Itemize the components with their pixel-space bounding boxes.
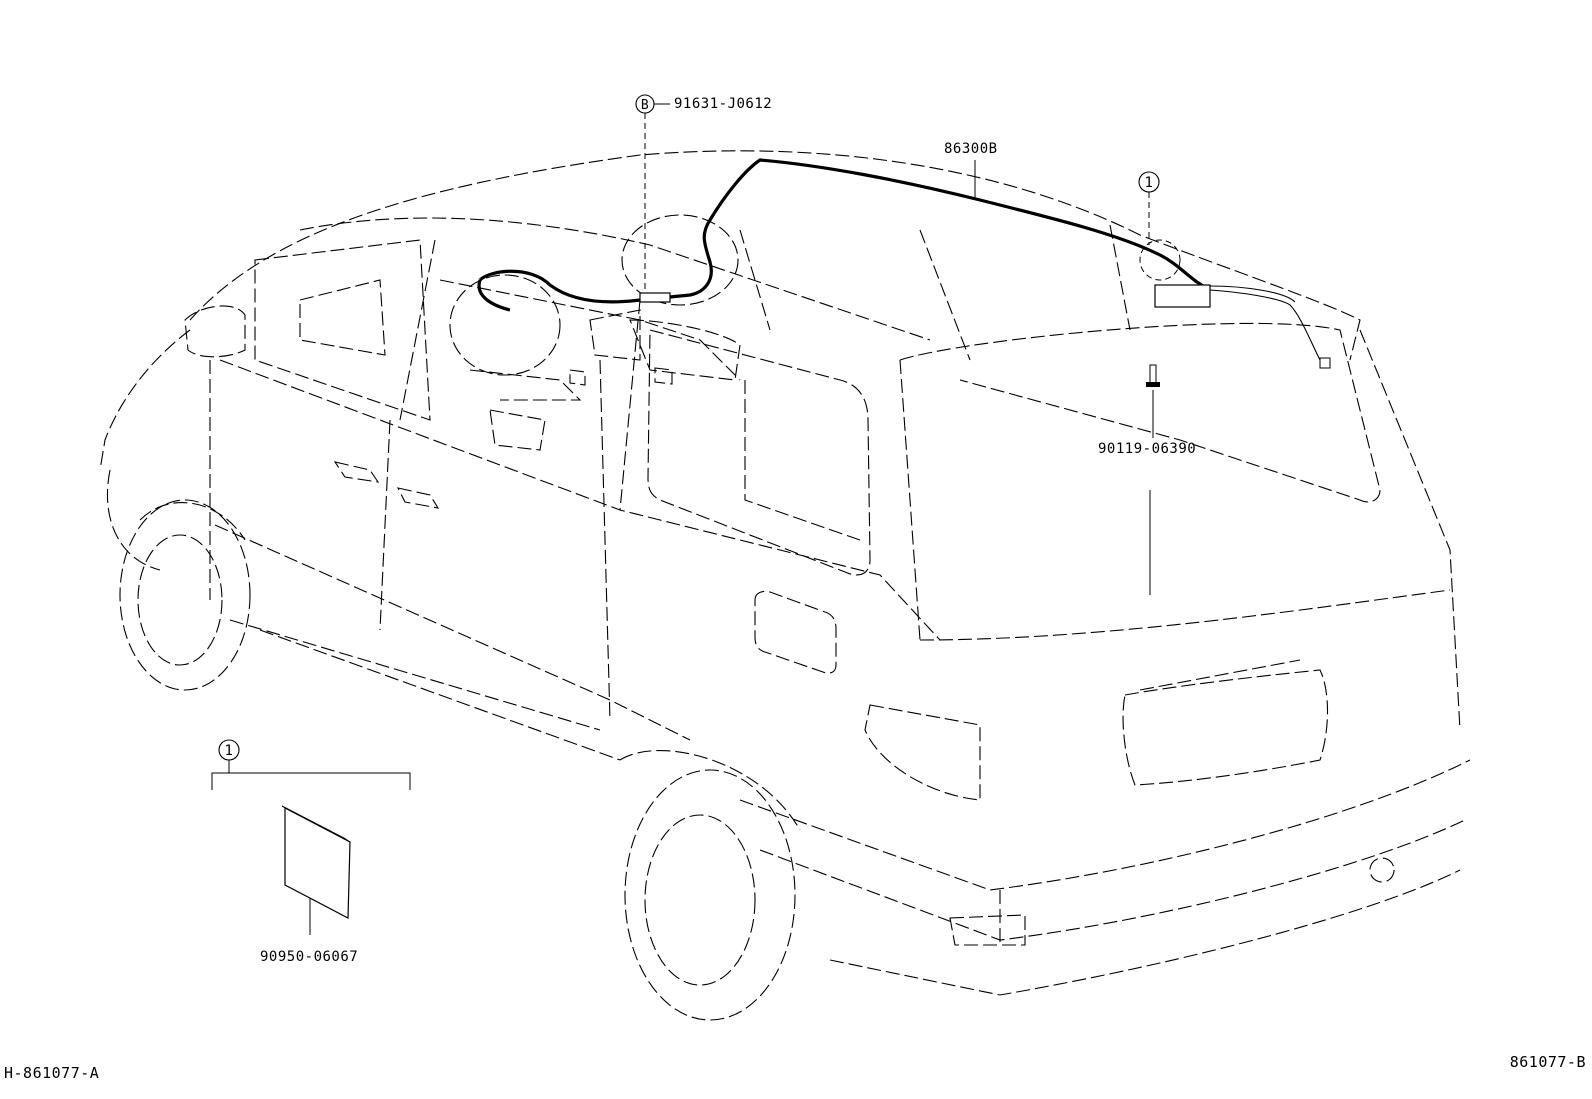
interior-outline	[299, 214, 1131, 451]
callout-bolt-b: B 91631-J0612	[635, 94, 772, 290]
part-number-86300b: 86300B	[944, 141, 998, 157]
front-wheel	[119, 499, 251, 691]
part-number-90119: 90119-06390	[1098, 441, 1196, 457]
drawing-code-left: H-861077-A	[4, 1064, 99, 1082]
part-number-91631: 91631-J0612	[674, 96, 772, 112]
vehicle-outline	[99, 150, 1471, 996]
pad-icon	[284, 807, 351, 919]
screw-icon	[1146, 364, 1160, 387]
antenna-cable	[477, 158, 1331, 387]
callout-antenna-cable: 86300B	[944, 141, 998, 200]
part-number-90950: 90950-06067	[260, 949, 358, 965]
rear-wheel	[619, 749, 801, 1021]
antenna-amplifier-icon	[1154, 284, 1211, 308]
cable-connector-icon	[639, 292, 671, 303]
ref-marker-1-lower: 1	[225, 743, 234, 759]
callout-ref-1-lower: 1	[211, 739, 411, 790]
pad-part: 90950-06067	[260, 805, 358, 965]
marker-b: B	[641, 98, 649, 113]
callout-screw: 90119-06390	[1098, 390, 1196, 595]
drawing-code-right: 861077-B	[1510, 1053, 1586, 1071]
ref-marker-1-upper: 1	[1145, 175, 1154, 191]
callout-ref-1-upper: 1	[1138, 171, 1181, 281]
